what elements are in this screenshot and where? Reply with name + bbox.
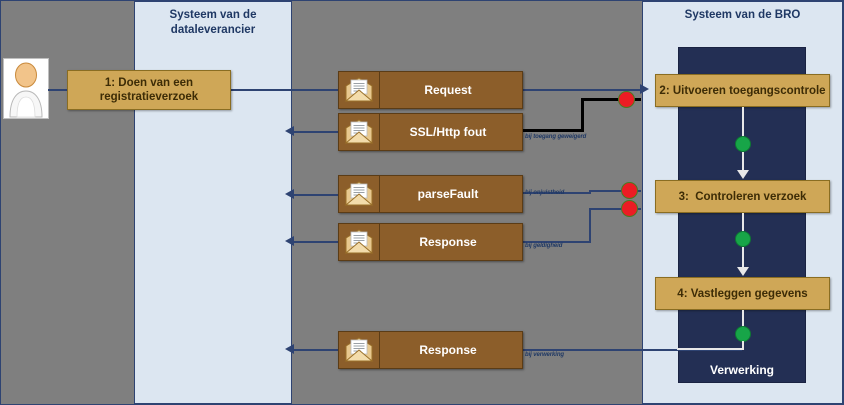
lane-dataleverancier-title: Systeem van de dataleverancier [169,9,257,36]
branch-line-toegang-vertical [581,98,584,132]
branch-line-toegang-to-ssl [522,129,584,132]
message-response-verwerking-label: Response [419,343,477,357]
envelope-glyph [344,229,374,254]
arrowhead-response1-to-supplier [285,236,294,246]
arrowhead-to-proc2 [640,84,649,94]
annot-geldig: bij geldigheid [525,243,563,249]
flow-line-proc3-to-proc4-lower [742,247,744,268]
message-ssl-http-fout-label: SSL/Http fout [409,125,487,139]
message-response-geldigheid-label: Response [419,235,477,249]
branch-line-toegang-horizontal [581,98,641,101]
connector-response2-to-supplier [292,349,340,351]
message-parsefault-label: parseFault [417,187,479,201]
arrowhead-parsefault-to-supplier [285,189,294,199]
connector-proc3-to-response-v [589,208,591,242]
connector-parsefault-in [522,192,591,194]
decision-dot-geldigheid [621,200,638,217]
connector-parsefault-to-supplier [292,194,340,196]
flow-line-proc2-to-proc3-lower [742,152,744,171]
connector-actor-to-proc1 [48,89,69,91]
annot-toegang: bij toegang geweigerd [525,134,587,140]
connector-proc1-to-request [230,89,340,91]
message-parsefault[interactable]: parseFault [338,175,523,213]
message-response-geldigheid[interactable]: Response [338,223,523,261]
connector-verwerking-to-response2 [522,349,742,351]
decision-dot-onjuistheid [621,182,638,199]
message-request-label: Request [424,83,472,97]
arrowhead-ssl-to-supplier [285,126,294,136]
flow-dot-after-proc3 [735,231,751,247]
process-1-doen-registratieverzoek[interactable]: 1: Doen van een registratieverzoek [67,70,231,110]
process-4-vastleggen-gegevens[interactable]: 4: Vastleggen gegevens [655,277,830,310]
flow-line-proc4-to-end [742,310,744,328]
message-request[interactable]: Request [338,71,523,109]
envelope-icon [339,114,380,150]
annot-onjuist: bij onjuistheid [525,190,565,196]
envelope-glyph [344,181,374,206]
flow-line-proc2-to-proc3-upper [742,107,744,144]
envelope-icon [339,332,380,368]
connector-ssl-to-supplier [292,131,340,133]
decision-dot-toegang [618,91,635,108]
flow-dot-after-proc4 [735,326,751,342]
envelope-icon [339,72,380,108]
verwerking-label: Verwerking [709,363,775,377]
flow-line-end-stub [742,341,744,350]
connector-proc3-to-parsefault-h [589,190,641,192]
envelope-icon [339,224,380,260]
envelope-glyph [344,77,374,102]
process-2-uitvoeren-toegangscontrole[interactable]: 2: Uitvoeren toegangscontrole [655,74,830,107]
annot-verwerking: bij verwerking [525,352,564,358]
flow-line-proc3-to-proc4-upper [742,213,744,238]
connector-proc3-to-response-h [589,208,641,210]
envelope-glyph [344,337,374,362]
connector-response1-to-supplier [292,241,340,243]
message-ssl-http-fout[interactable]: SSL/Http fout [338,113,523,151]
flow-arrow-to-proc4 [737,267,749,276]
dataleverancier-actor [3,58,49,119]
connector-response1-in [522,241,591,243]
arrowhead-response2-to-supplier [285,344,294,354]
envelope-glyph [344,119,374,144]
lane-dataleverancier: Systeem van de dataleverancier [134,1,292,404]
flow-arrow-to-proc3 [737,170,749,179]
person-icon [9,62,43,118]
message-response-verwerking[interactable]: Response [338,331,523,369]
flow-line-end-to-response [677,348,743,350]
flow-dot-after-proc2 [735,136,751,152]
envelope-icon [339,176,380,212]
lane-bro-title: Systeem van de BRO [684,9,801,21]
connector-request-to-proc2 [522,89,640,91]
process-3-controleren-verzoek[interactable]: 3: Controleren verzoek [655,180,830,213]
